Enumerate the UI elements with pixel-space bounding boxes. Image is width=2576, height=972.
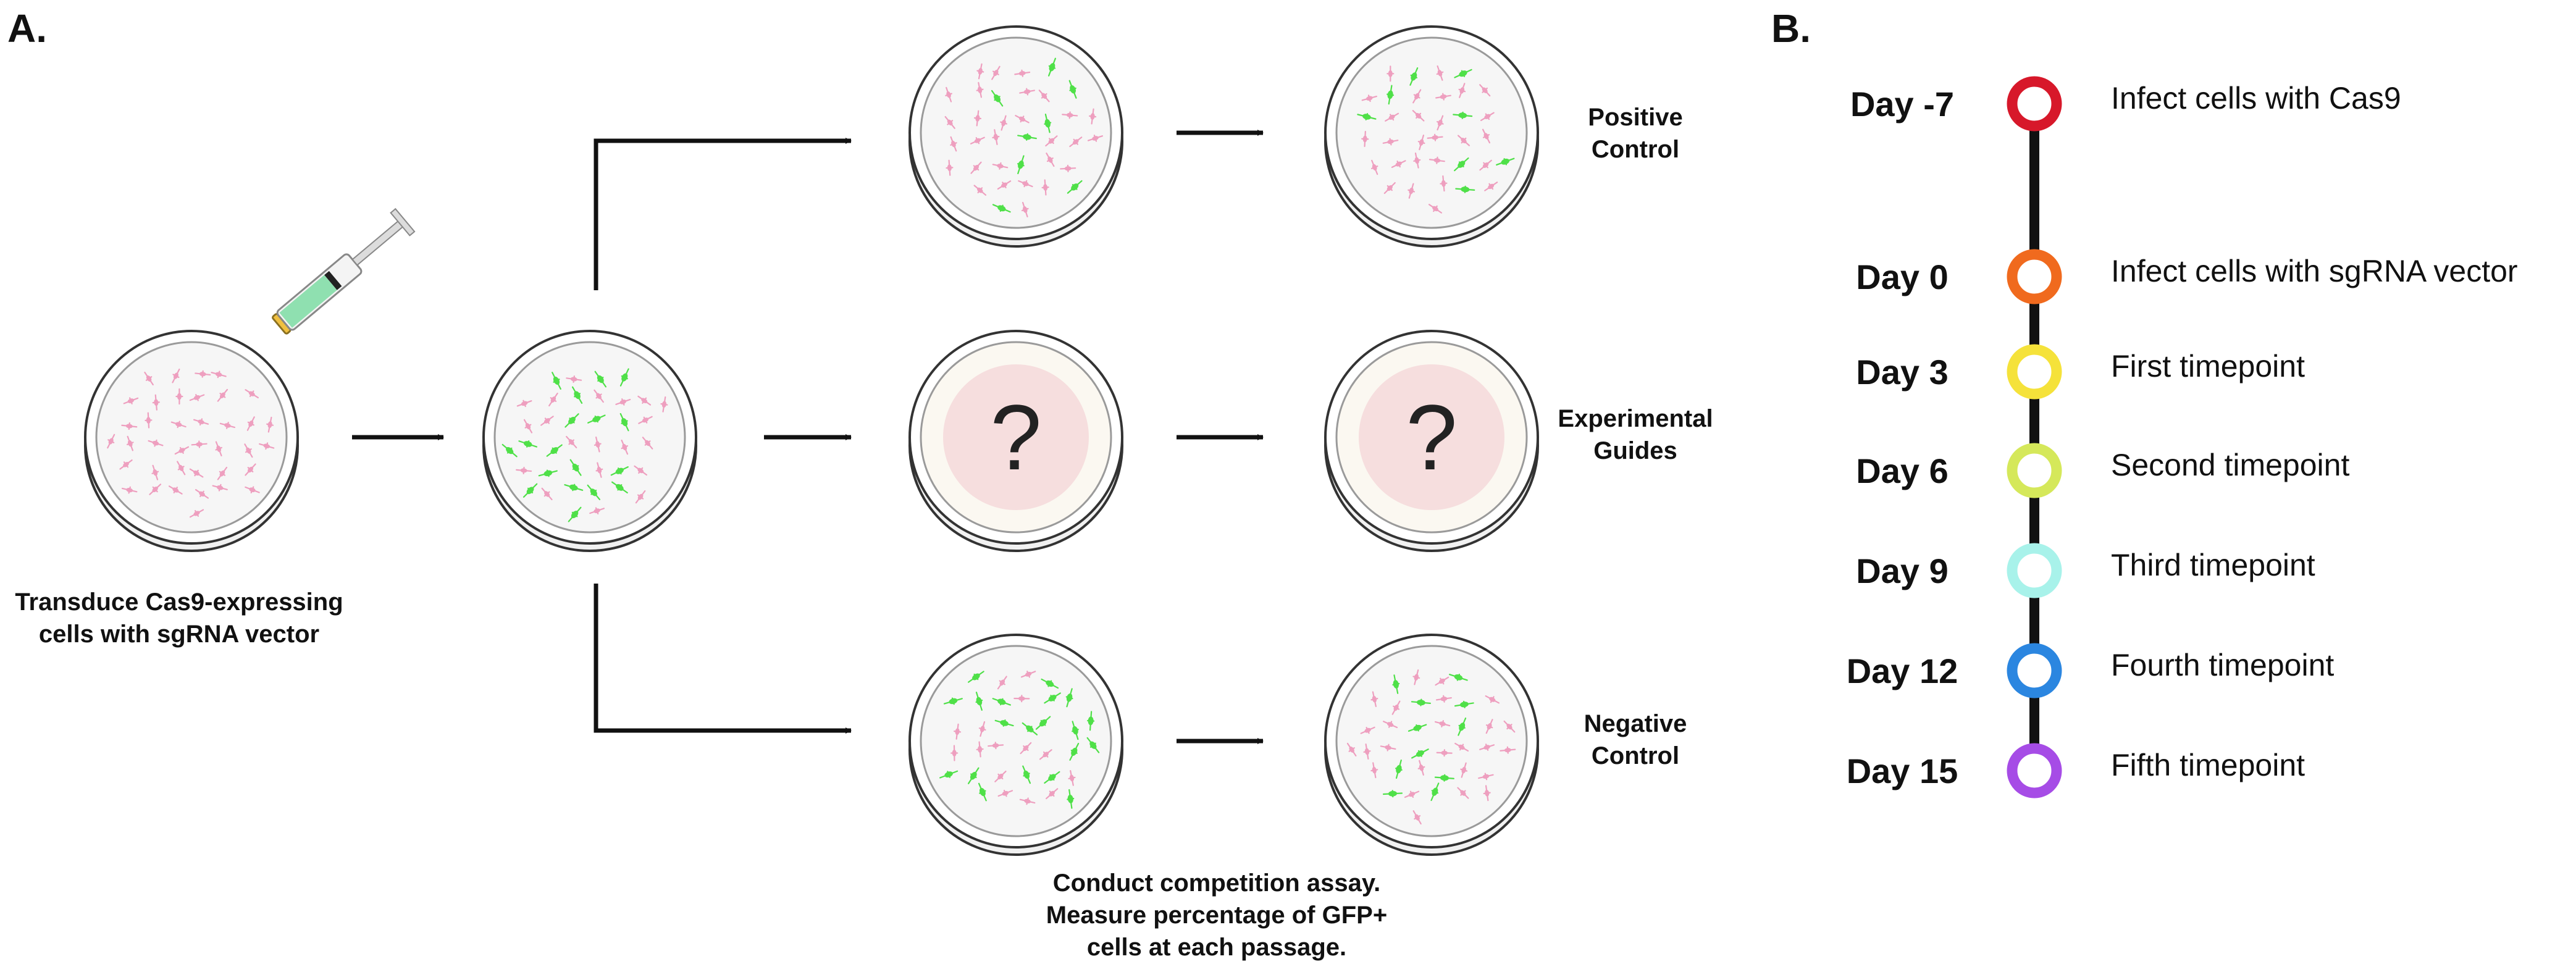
- timeline-event-label: Infect cells with Cas9: [2111, 81, 2401, 115]
- negative-control-label-line-1: Negative: [1584, 710, 1687, 737]
- arrow-layer: [352, 130, 1264, 744]
- unknown-result-circle: [1359, 364, 1504, 510]
- timeline-event-label: First timepoint: [2111, 349, 2305, 383]
- timeline-item: Day 9 Third timepoint: [1856, 543, 2315, 598]
- cell-cluster: [107, 368, 275, 518]
- positive-branch-arrow: [594, 138, 852, 290]
- unknown-result-circle: [943, 364, 1089, 510]
- panel-b-label: B.: [1771, 6, 1811, 51]
- timeline-event-label: Infect cells with sgRNA vector: [2111, 254, 2518, 288]
- negative-branch-arrow: [594, 584, 852, 734]
- positive-control-label-line-2: Control: [1592, 136, 1679, 163]
- positive-control-dish-passage-2: [1324, 25, 1539, 248]
- cell-cluster: [501, 368, 668, 522]
- syringe-icon: [272, 207, 416, 335]
- timeline-item: Day 0 Infect cells with sgRNA vector: [1856, 249, 2518, 304]
- timeline-marker: [2007, 643, 2062, 698]
- timeline-marker: [2007, 743, 2062, 798]
- timeline-item: Day 6 Second timepoint: [1856, 443, 2349, 498]
- question-mark: ?: [990, 385, 1041, 489]
- timeline-marker: [2007, 249, 2062, 304]
- cell-cluster: [1346, 669, 1516, 825]
- cell-cluster: [939, 671, 1100, 809]
- timeline-event-label: Third timepoint: [2111, 548, 2315, 582]
- dish-layer: ??: [84, 25, 1539, 856]
- timeline-item: Day -7 Infect cells with Cas9: [1850, 76, 2401, 132]
- timeline-day-label: Day 3: [1856, 353, 1948, 392]
- timeline-marker: [2007, 76, 2062, 132]
- timeline-marker: [2007, 344, 2062, 400]
- positive-control-dish-passage-1: [908, 25, 1123, 248]
- negative-control-label-line-2: Control: [1592, 742, 1679, 769]
- timeline-day-label: Day 12: [1847, 651, 1958, 690]
- assay-caption-line-1: Conduct competition assay.: [1053, 869, 1380, 897]
- cell-cluster: [944, 57, 1104, 217]
- cell-cluster: [1357, 65, 1515, 214]
- timeline-marker: [2007, 443, 2062, 498]
- timeline-event-label: Fifth timepoint: [2111, 748, 2305, 782]
- timeline-item: Day 3 First timepoint: [1856, 344, 2305, 400]
- transduced-dish: [482, 330, 697, 552]
- experimental-guides-dish-passage-1: ?: [908, 330, 1123, 552]
- panel-a-label: A.: [7, 6, 47, 51]
- timeline-item: Day 15 Fifth timepoint: [1847, 743, 2305, 798]
- start-caption-line-1: Transduce Cas9-expressing: [15, 589, 343, 616]
- timeline-event-label: Second timepoint: [2111, 448, 2349, 482]
- negative-control-dish-passage-1: [908, 634, 1123, 856]
- negative-control-dish-passage-2: [1324, 634, 1539, 856]
- positive-control-label-line-1: Positive: [1588, 104, 1682, 131]
- panel-a: A. ?? Transduce Cas9-expressing cells wi…: [7, 6, 1713, 961]
- timeline-day-label: Day 15: [1847, 752, 1958, 790]
- timeline-event-label: Fourth timepoint: [2111, 648, 2334, 682]
- timeline-day-label: Day 9: [1856, 551, 1948, 590]
- timeline-marker: [2007, 543, 2062, 598]
- assay-caption-line-2: Measure percentage of GFP+: [1046, 902, 1387, 929]
- assay-caption-line-3: cells at each passage.: [1087, 934, 1346, 961]
- timeline-day-label: Day 6: [1856, 451, 1948, 490]
- timeline-item: Day 12 Fourth timepoint: [1847, 643, 2334, 698]
- start-dish: [84, 330, 299, 552]
- experimental-guides-label-line-1: Experimental: [1558, 405, 1713, 432]
- timeline-day-label: Day -7: [1850, 85, 1954, 124]
- timeline-day-label: Day 0: [1856, 258, 1948, 296]
- experimental-guides-dish-passage-2: ?: [1324, 330, 1539, 552]
- start-caption-line-2: cells with sgRNA vector: [39, 621, 319, 648]
- question-mark: ?: [1406, 385, 1457, 489]
- experimental-guides-label-line-2: Guides: [1593, 437, 1677, 464]
